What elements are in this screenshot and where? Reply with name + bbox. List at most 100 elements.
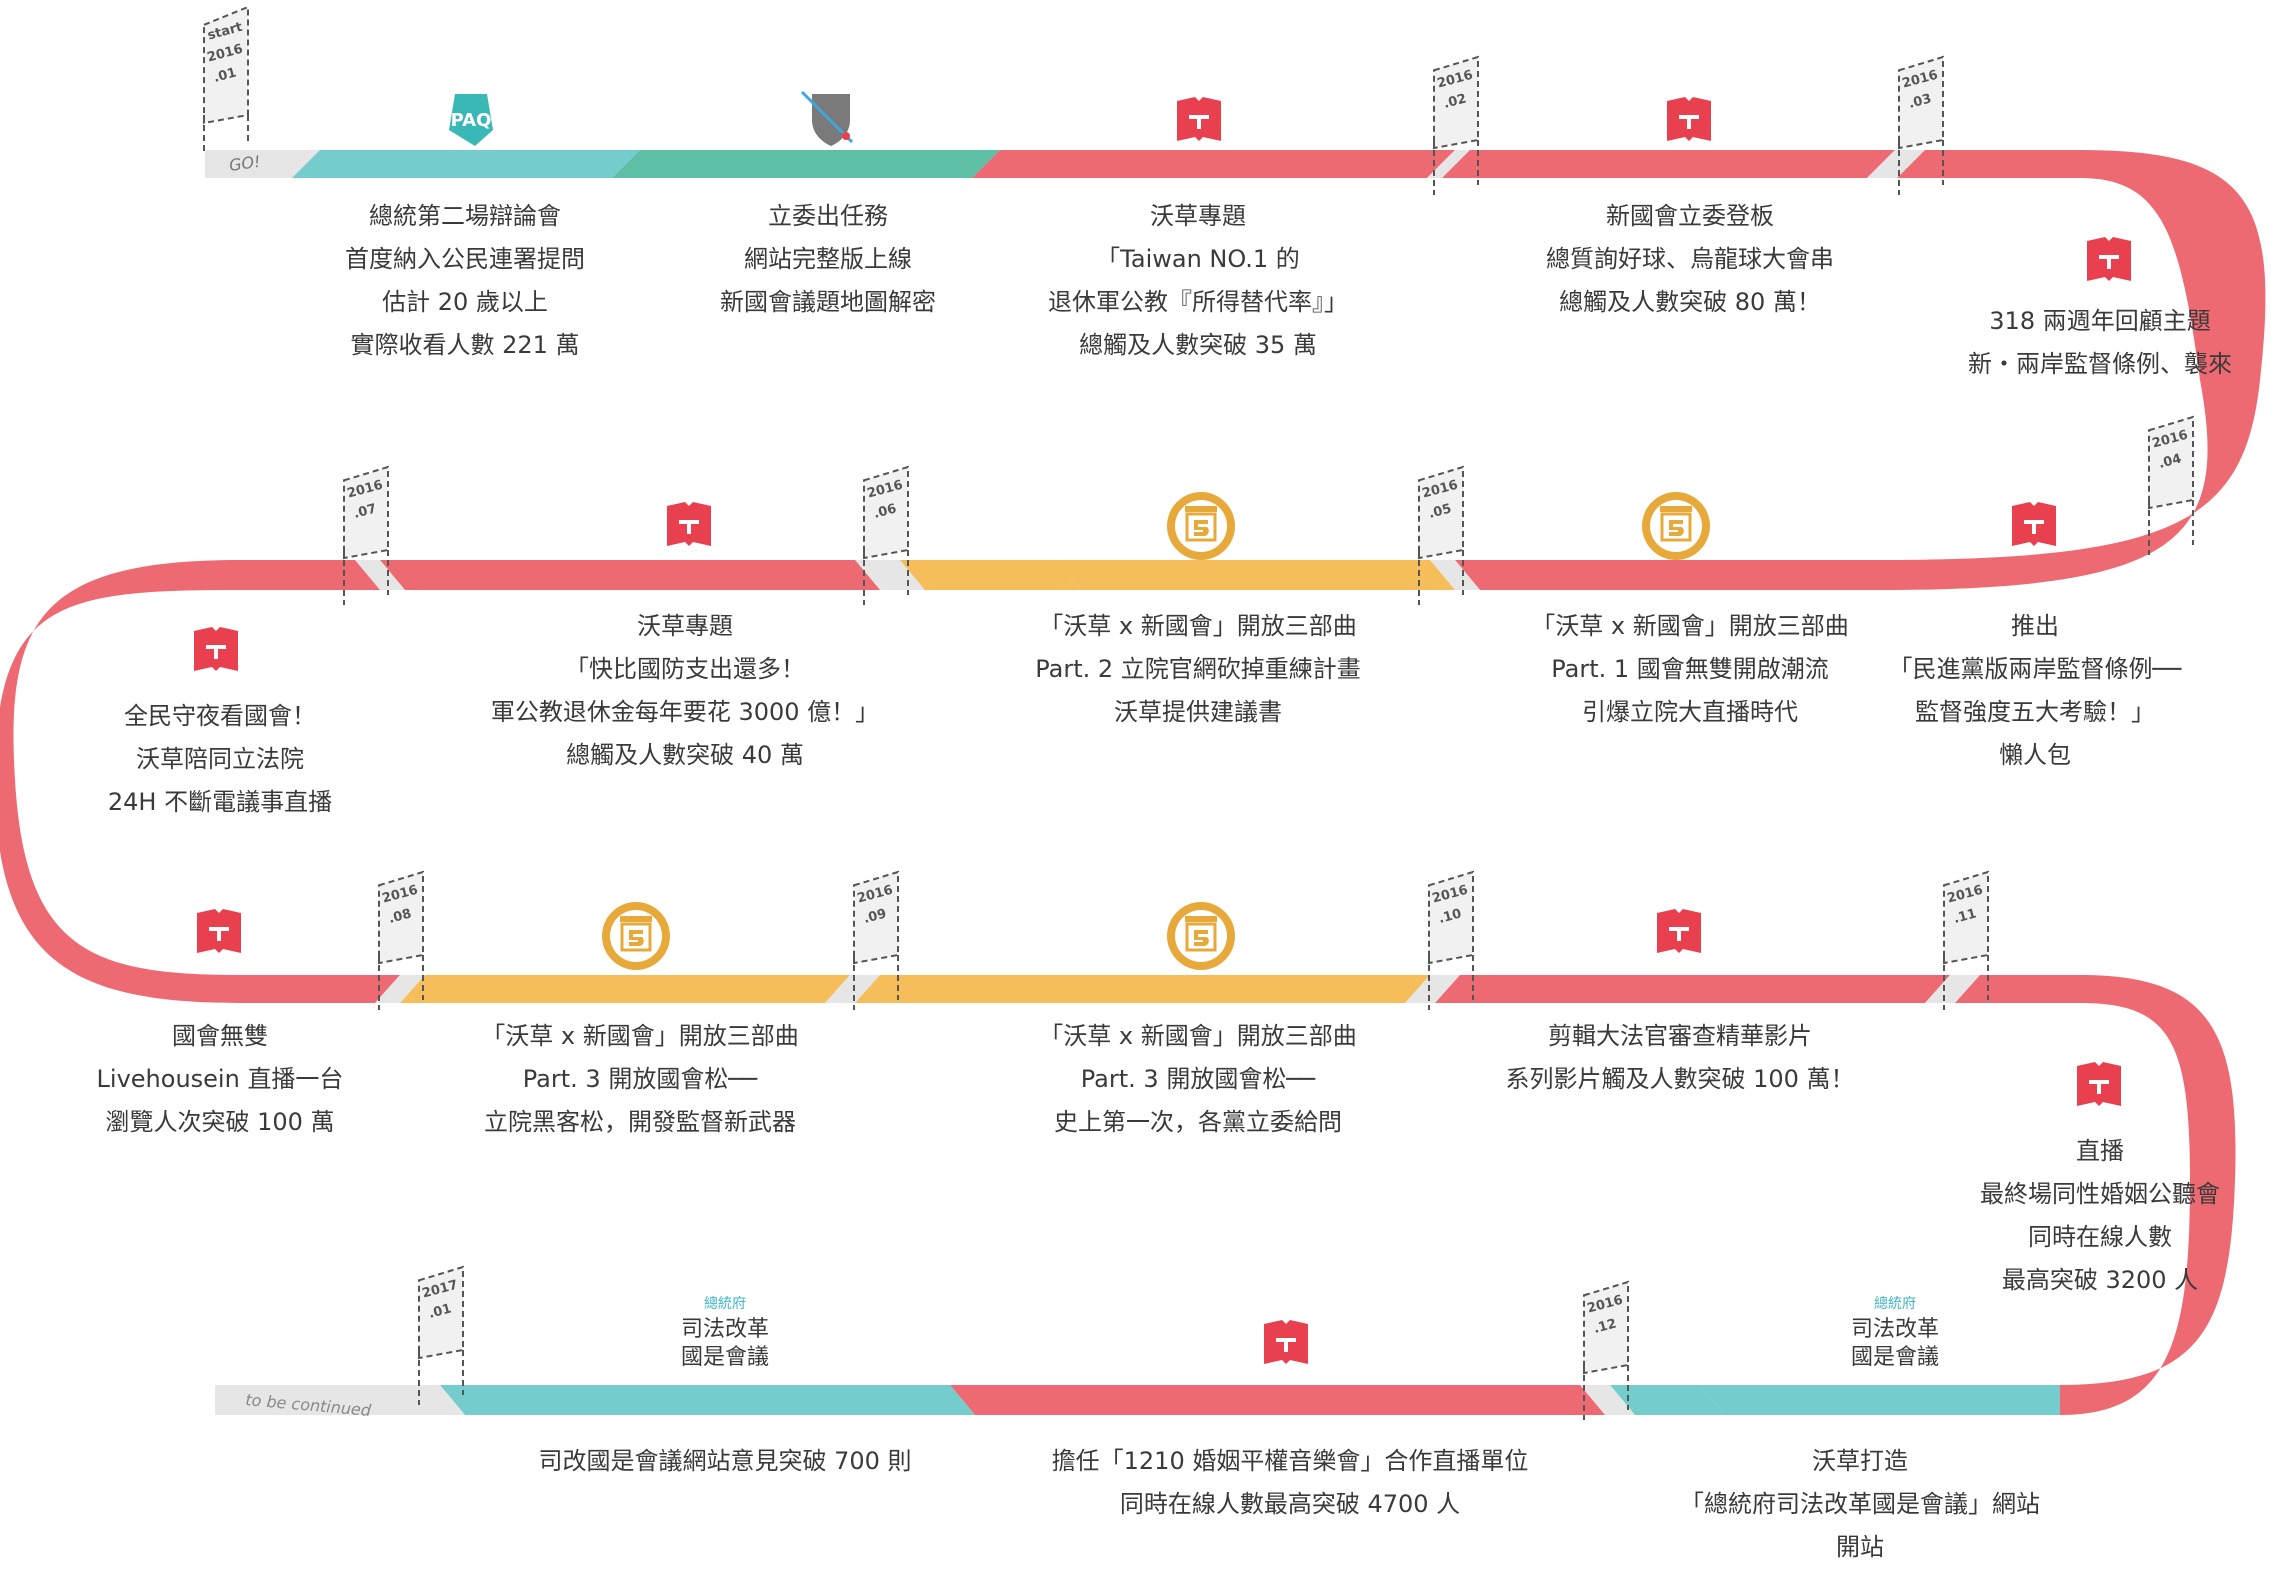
watchout-icon xyxy=(2012,502,2056,546)
milestone-flag-2016-11: 2016.11 xyxy=(1943,870,1989,1010)
watchout-icon xyxy=(667,502,711,546)
road-segment xyxy=(240,975,400,1003)
event-line: Part. 2 立院官網砍掉重練計畫 xyxy=(1035,655,1361,683)
event-line: Part. 3 開放國會松── xyxy=(522,1065,758,1093)
milestone-flag-2016-02: 2016.02 xyxy=(1433,55,1479,195)
event-line: 瀏覽人次突破 100 萬 xyxy=(105,1108,335,1136)
event-line: 懶人包 xyxy=(1999,741,2071,769)
road-segment xyxy=(1442,150,1895,178)
event-text-e18: 司改國是會議網站意見突破 700 則 xyxy=(425,1440,1025,1483)
road-curve xyxy=(1880,150,2266,590)
milestone-flag-2016-05: 2016.05 xyxy=(1418,465,1464,605)
milestone-label: .01 xyxy=(427,1301,453,1321)
event-line: 系列影片觸及人數突破 100 萬！ xyxy=(1505,1065,1855,1093)
event-line: 國會無雙 xyxy=(172,1022,268,1050)
milestone-flag-2016-04: 2016.04 xyxy=(2148,415,2194,555)
road-segment xyxy=(1455,560,1880,590)
road-segment xyxy=(1427,150,1470,178)
judicial-reform-badge-icon: 總統府司法改革國是會議 xyxy=(1851,1295,1939,1370)
event-line: 總質詢好球、烏龍球大會串 xyxy=(1546,245,1834,273)
event-line: 監督強度五大考驗！」 xyxy=(1915,698,2155,726)
event-line: 沃草陪同立法院 xyxy=(136,745,304,773)
milestone-flag-2016-03: 2016.03 xyxy=(1898,55,1944,195)
go-label: GO! xyxy=(228,152,262,175)
event-line: 新・兩岸監督條例、襲來 xyxy=(1968,350,2232,378)
event-line: 318 兩週年回顧主題 xyxy=(1989,307,2211,335)
event-line: 擔任「1210 婚姻平權音樂會」合作直播單位 xyxy=(1051,1447,1529,1475)
event-text-e2: 立委出任務網站完整版上線新國會議題地圖解密 xyxy=(528,195,1128,324)
road-segment xyxy=(1955,975,2080,1003)
event-line: 「Taiwan NO.1 的 xyxy=(1096,245,1300,273)
judicial-reform-badge-icon: 總統府司法改革國是會議 xyxy=(681,1295,769,1370)
watchout-icon xyxy=(1657,909,1701,953)
event-line: Part. 3 開放國會松── xyxy=(1080,1065,1316,1093)
watchout-icon xyxy=(1264,1320,1308,1364)
milestone-flag-2016-07: 2016.07 xyxy=(343,465,389,605)
milestone-label: .05 xyxy=(1427,501,1453,521)
road-segment xyxy=(375,975,425,1003)
milestone-flag-2016-08: 2016.08 xyxy=(378,870,424,1010)
svg-text:司法改革: 司法改革 xyxy=(681,1317,769,1342)
event-line: 立委出任務 xyxy=(768,202,888,230)
event-line: 「沃草 x 新國會」開放三部曲 xyxy=(1039,612,1357,640)
road-segment xyxy=(1867,150,1925,178)
event-line: 開站 xyxy=(1836,1533,1884,1561)
milestone-label: .08 xyxy=(387,906,413,926)
congress-seal-icon xyxy=(1167,492,1235,560)
road-segment xyxy=(205,150,320,178)
road-segment xyxy=(440,1385,975,1415)
event-line: 引爆立院大直播時代 xyxy=(1582,698,1798,726)
event-text-e5: 318 兩週年回顧主題新・兩岸監督條例、襲來 xyxy=(1800,300,2271,386)
event-line: 沃草專題 xyxy=(637,612,733,640)
milestone-label: .06 xyxy=(872,501,898,521)
event-text-e10: 全民守夜看國會！ 沃草陪同立法院 24H 不斷電議事直播 xyxy=(0,695,520,824)
road-segment xyxy=(215,1385,465,1415)
event-line: 沃草打造 xyxy=(1812,1447,1908,1475)
event-text-e9: 沃草專題「快比國防支出還多！ 軍公教退休金每年要花 3000 億！」總觸及人數突破… xyxy=(385,605,985,777)
event-line: 「沃草 x 新國會」開放三部曲 xyxy=(1531,612,1849,640)
svg-text:總統府: 總統府 xyxy=(704,1295,746,1312)
paq-icon: PAQ xyxy=(449,94,493,146)
event-line: 估計 20 歲以上 xyxy=(382,288,548,316)
road-segment xyxy=(1405,975,1460,1003)
event-text-e1: 總統第二場辯論會首度納入公民連署提問估計 20 歲以上實際收看人數 221 萬 xyxy=(165,195,765,367)
event-line: 最終場同性婚姻公聽會 xyxy=(1980,1180,2220,1208)
ly-mission-icon xyxy=(800,90,854,146)
road-segment xyxy=(1700,1385,2060,1415)
milestone-label: .11 xyxy=(1952,906,1978,926)
event-text-e14: 剪輯大法官審查精華影片系列影片觸及人數突破 100 萬！ xyxy=(1380,1015,1980,1101)
event-line: 軍公教退休金每年要花 3000 億！」 xyxy=(490,698,880,726)
watchout-icon xyxy=(194,627,238,671)
milestone-flag-2016-12: 2016.12 xyxy=(1583,1280,1629,1420)
event-text-e6: 推出「民進黨版兩岸監督條例──監督強度五大考驗！」懶人包 xyxy=(1735,605,2271,777)
milestone-label: .12 xyxy=(1592,1316,1618,1336)
event-line: 首度納入公民連署提問 xyxy=(345,245,585,273)
event-line: 實際收看人數 221 萬 xyxy=(350,331,580,359)
road-segment xyxy=(972,150,1455,178)
road-segment xyxy=(1055,560,1455,590)
milestone-flag-2016-09: 2016.09 xyxy=(853,870,899,1010)
event-line: 同時在線人數 xyxy=(2028,1223,2172,1251)
congress-seal-icon xyxy=(1167,902,1235,970)
congress-seal-icon xyxy=(1642,492,1710,560)
event-line: 「快比國防支出還多！ xyxy=(565,655,805,683)
event-line: 「沃草 x 新國會」開放三部曲 xyxy=(1039,1022,1357,1050)
event-line: 總觸及人數突破 35 萬 xyxy=(1079,331,1317,359)
event-line: 總統第二場辯論會 xyxy=(369,202,561,230)
congress-seal-icon xyxy=(602,902,670,970)
milestone-label: .04 xyxy=(2157,451,2183,471)
milestone-label: .10 xyxy=(1437,906,1463,926)
event-text-e15: 直播最終場同性婚姻公聽會同時在線人數最高突破 3200 人 xyxy=(1800,1130,2271,1302)
event-line: 總觸及人數突破 40 萬 xyxy=(566,741,804,769)
event-line: 24H 不斷電議事直播 xyxy=(107,788,333,816)
event-line: 全民守夜看國會！ xyxy=(124,702,316,730)
road-segment xyxy=(825,975,880,1003)
event-text-e17: 擔任「1210 婚姻平權音樂會」合作直播單位同時在線人數最高突破 4700 人 xyxy=(990,1440,1590,1526)
road-segment xyxy=(1925,975,1980,1003)
